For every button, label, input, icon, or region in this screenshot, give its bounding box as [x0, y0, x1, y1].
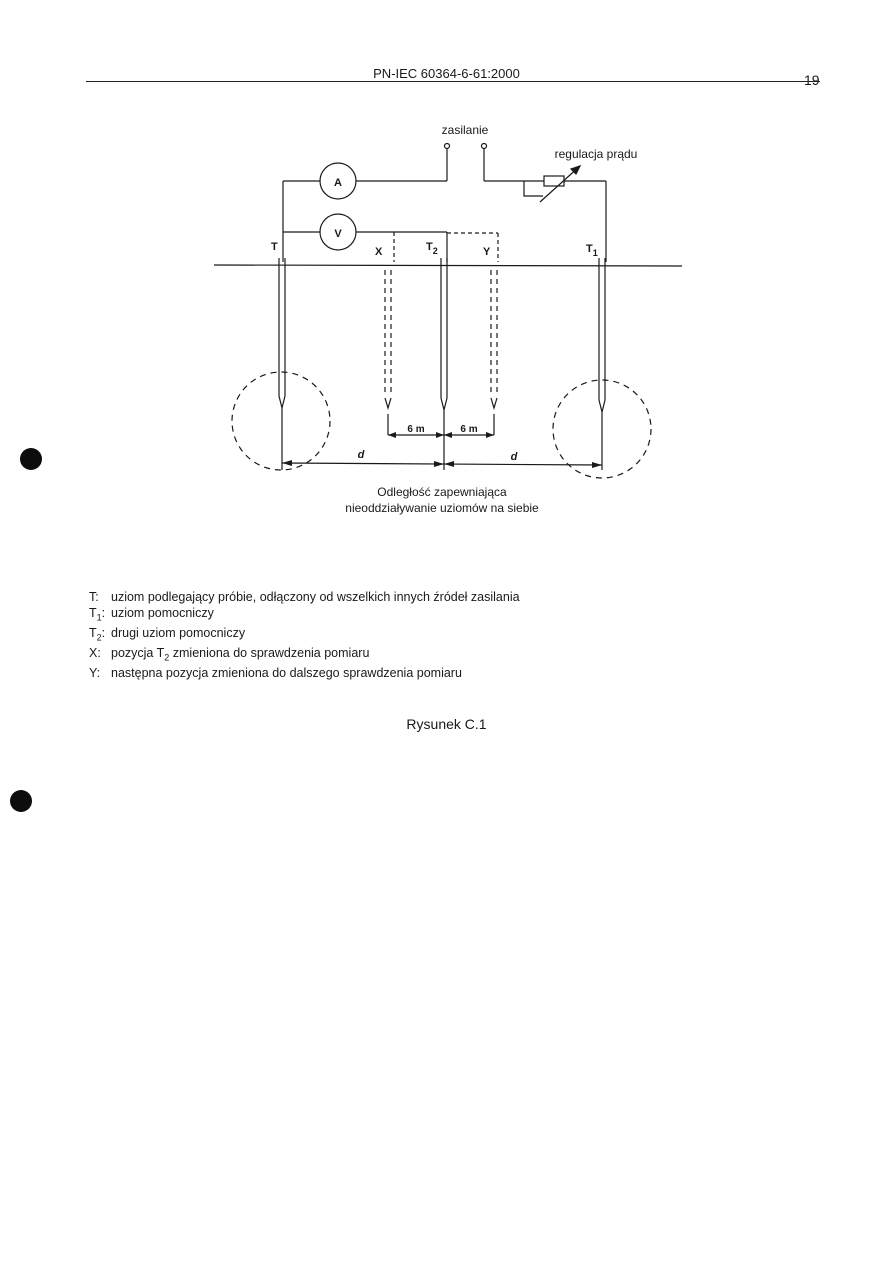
- earth-resistance-measurement-diagram: zasilanie regulacja prądu A V T X T2 Y T…: [213, 123, 683, 515]
- spacing-label-left: 6 m: [407, 424, 424, 435]
- current-regulation-label: regulacja prądu: [555, 147, 638, 161]
- label-T2: T2: [426, 241, 438, 256]
- label-Y: Y: [483, 246, 491, 258]
- legend-item-Y: Y:następna pozycja zmieniona do dalszego…: [89, 665, 462, 680]
- electrode-Y-dashed: [490, 270, 498, 396]
- legend-item-T: T:uziom podlegający próbie, odłączony od…: [89, 590, 520, 604]
- distance-label-right: d: [511, 451, 518, 463]
- label-T1: T1: [586, 243, 598, 258]
- supply-terminal-left: [443, 142, 451, 150]
- label-T: T: [271, 241, 278, 253]
- electrode-X-dashed: [384, 270, 392, 396]
- punch-hole-upper: [20, 448, 42, 470]
- influence-zone-T1: [552, 379, 652, 479]
- ammeter-label: A: [334, 177, 342, 189]
- page-number: 19: [804, 72, 820, 88]
- spacing-label-right: 6 m: [460, 424, 477, 435]
- distance-note-line1: Odległość zapewniająca: [377, 485, 507, 499]
- ground-line: [213, 264, 683, 267]
- voltmeter-label: V: [334, 228, 342, 240]
- legend: T:uziom podlegający próbie, odłączony od…: [89, 590, 520, 681]
- rheostat-symbol: [543, 175, 565, 187]
- legend-item-T2: T2:drugi uziom pomocniczy: [89, 625, 246, 643]
- header-rule: [86, 81, 820, 82]
- legend-item-X: X:pozycja T2 zmieniona do sprawdzenia po…: [89, 645, 370, 663]
- influence-zone-T: [231, 371, 331, 471]
- distance-note-line2: nieoddziaływanie uziomów na siebie: [345, 501, 539, 515]
- document-header-title: PN-IEC 60364-6-61:2000: [373, 66, 520, 81]
- figure-caption: Rysunek C.1: [406, 716, 487, 732]
- supply-label: zasilanie: [442, 123, 489, 137]
- label-X: X: [375, 246, 383, 258]
- arrow-head-icon: [569, 164, 582, 176]
- legend-item-T1: T1:uziom pomocniczy: [89, 605, 214, 623]
- supply-terminal-right: [480, 142, 488, 150]
- punch-hole-lower: [10, 790, 32, 812]
- distance-label-left: d: [358, 449, 365, 461]
